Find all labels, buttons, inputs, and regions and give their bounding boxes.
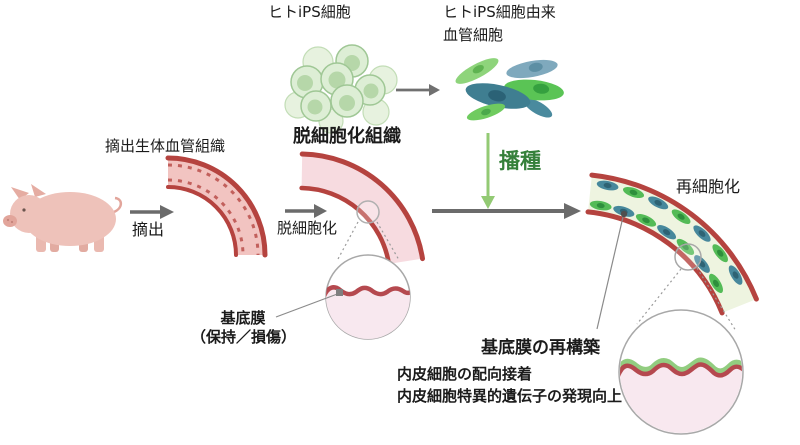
seeding-arrow [481, 133, 495, 209]
recellularization-arrow [432, 203, 581, 219]
extraction-arrow [130, 205, 174, 219]
label-finding-line1: 内皮細胞の配向接着 [397, 365, 533, 383]
zoom-connector-dotted-lines-right [636, 267, 737, 332]
label-recellularization: 再細胞化 [676, 177, 741, 196]
label-seeding: 播種 [499, 149, 541, 173]
reconstructed-membrane-zoom-circle [618, 309, 744, 435]
label-extraction: 摘出 [132, 220, 165, 239]
basement-membrane-zoom-circle [275, 254, 411, 340]
zoom-connector-dotted-lines-left [337, 221, 400, 261]
vascular-cells-icon [455, 58, 564, 121]
recellularized-vessel-icon [585, 172, 759, 330]
native-vessel-icon [165, 155, 268, 258]
differentiation-arrow [396, 84, 440, 96]
label-derived-line1: ヒトiPS細胞由来 [443, 3, 556, 21]
pig-illustration [3, 184, 123, 252]
label-decellularized-tissue: 脱細胞化組織 [293, 126, 401, 147]
label-ips-cells: ヒトiPS細胞 [268, 3, 351, 21]
label-derived-line2: 血管細胞 [443, 26, 504, 44]
label-basement-reconstruction: 基底膜の再構築 [481, 338, 600, 358]
label-basement-membrane-line2: （保持／損傷） [191, 328, 297, 346]
label-extracted-tissue: 摘出生体血管組織 [105, 137, 226, 155]
decellularized-vessel-icon [299, 151, 425, 267]
label-basement-membrane-line1: 基底膜 [220, 309, 266, 327]
decellularization-arrow [285, 204, 327, 218]
ips-cell-cluster-icon [284, 44, 398, 134]
label-finding-line2: 内皮細胞特異的遺伝子の発現向上 [397, 387, 623, 405]
label-decellularization: 脱細胞化 [277, 219, 338, 237]
